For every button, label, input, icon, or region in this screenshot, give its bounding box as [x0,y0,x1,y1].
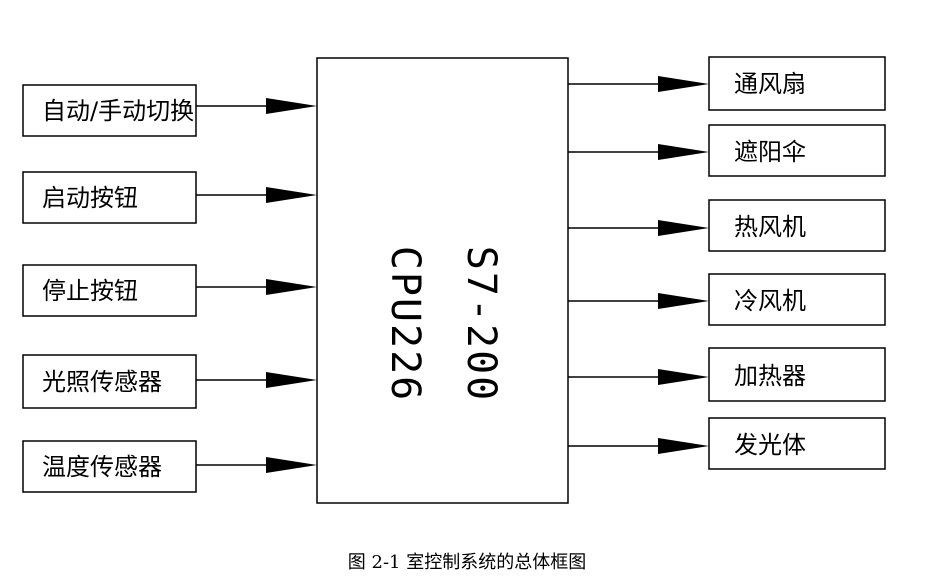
controller-cpu-label: CPU226 [382,246,428,403]
input-block: 启动按钮 [22,171,317,224]
output-label: 热风机 [734,213,806,241]
input-label: 温度传感器 [42,453,162,481]
input-block: 温度传感器 [22,440,317,493]
output-box [708,273,886,326]
input-box [22,354,197,409]
output-box [708,124,886,177]
input-label: 自动/手动切换 [42,97,194,125]
input-label: 光照传感器 [42,368,162,396]
output-label: 通风扇 [734,70,806,98]
output-box [708,56,886,111]
controller-box [316,57,569,504]
output-block: 热风机 [568,199,886,252]
input-block: 自动/手动切换 [22,84,317,137]
output-block: 通风扇 [568,56,886,111]
output-label: 冷风机 [734,287,806,315]
figure-caption: 图 2-1 室控制系统的总体框图 [347,552,587,573]
arrowhead [658,293,709,309]
output-label: 遮阳伞 [734,138,806,166]
arrowhead [266,457,317,473]
input-box [22,84,197,137]
arrowhead [266,187,317,203]
arrowhead [658,144,709,160]
output-box [708,417,886,470]
arrowhead [266,98,317,114]
arrowhead [658,369,709,385]
arrowhead [658,76,709,92]
controller-model-label: S7-200 [458,246,504,403]
output-block: 冷风机 [568,273,886,326]
output-box [708,199,886,252]
input-block: 停止按钮 [22,264,317,317]
input-label: 停止按钮 [42,277,138,305]
input-block: 光照传感器 [22,354,317,409]
output-label: 发光体 [734,431,806,459]
arrowhead [266,279,317,295]
arrowhead [266,372,317,388]
arrowhead [658,220,709,236]
input-label: 启动按钮 [42,184,138,212]
output-block: 遮阳伞 [568,124,886,177]
output-label: 加热器 [734,362,806,390]
arrowhead [658,438,709,454]
input-box [22,264,197,317]
output-block: 发光体 [568,417,886,470]
output-box [708,347,886,402]
input-box [22,171,197,224]
input-box [22,440,197,493]
output-block: 加热器 [568,347,886,402]
